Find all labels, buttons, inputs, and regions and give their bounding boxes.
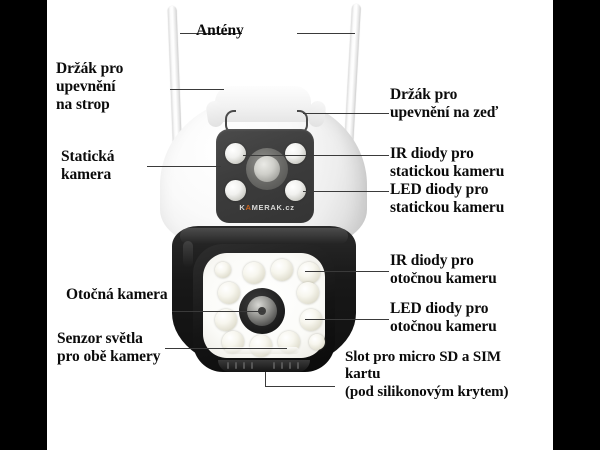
label-wall-mount: Držák pro upevnění na zeď <box>390 86 499 121</box>
ptz-led-diode-6 <box>215 309 237 331</box>
label-led-diodes-ptz: LED diody pro otočnou kameru <box>390 300 497 335</box>
leader-light-sensor <box>165 348 287 350</box>
slot-ridge-3 <box>243 362 245 369</box>
leader-sd-slot-horizontal <box>265 386 335 388</box>
leader-ceiling-mount <box>170 89 224 91</box>
static-ir-diode-top-right <box>285 143 306 164</box>
slot-ridge-5 <box>273 362 275 369</box>
ptz-ir-diode-1 <box>243 262 265 284</box>
slot-ridge-6 <box>281 362 283 369</box>
ptz-collar-highlight <box>180 228 348 244</box>
ptz-collar-notch <box>183 241 193 267</box>
leader-antennas-right <box>297 33 355 35</box>
slot-ridge-4 <box>251 362 253 369</box>
ptz-led-diode-11 <box>215 262 231 278</box>
static-led-diode-bottom-right <box>285 180 306 201</box>
label-sd-sim-slot: Slot pro micro SD a SIM kartu (pod silik… <box>345 349 509 400</box>
leader-wall-mount <box>303 113 389 115</box>
leader-ptz-camera <box>172 311 264 313</box>
letterbox-bar-right <box>553 0 600 450</box>
static-ir-diode-top-left <box>225 143 246 164</box>
ptz-led-diode-5 <box>297 282 319 304</box>
slot-ridge-8 <box>297 362 299 369</box>
label-ceiling-mount: Držák pro upevnění na strop <box>56 60 124 113</box>
diagram-canvas: KAMERAK.cz <box>47 0 553 450</box>
label-ptz-camera: Otočná kamera <box>66 286 168 303</box>
camera-illustration: KAMERAK.cz <box>47 0 553 450</box>
letterbox-bar-left <box>0 0 47 450</box>
logo-suffix: MERAK.cz <box>251 203 295 212</box>
logo-accent-letter: A <box>245 203 252 212</box>
ptz-ir-diode-2 <box>271 259 293 281</box>
light-sensor-strip <box>225 347 299 354</box>
leader-sd-slot-vertical <box>265 372 267 386</box>
slot-ridge-2 <box>235 362 237 369</box>
static-led-diode-bottom-left <box>225 180 246 201</box>
ptz-led-diode-12 <box>309 334 325 350</box>
static-camera-lens-glass <box>254 156 280 182</box>
leader-led-static <box>303 191 389 193</box>
leader-antennas-left <box>180 33 242 35</box>
slot-ridge-7 <box>289 362 291 369</box>
leader-static-camera <box>147 166 221 168</box>
sd-sim-slot-cover <box>218 360 310 372</box>
label-antennas: Antény <box>196 22 244 39</box>
label-static-camera: Statická kamera <box>61 148 115 183</box>
brand-logo: KAMERAK.cz <box>237 203 297 212</box>
leader-ir-static <box>243 155 389 157</box>
leader-led-ptz <box>305 319 389 321</box>
leader-ir-ptz <box>305 271 389 273</box>
logo-prefix: K <box>239 203 246 212</box>
slot-ridge-1 <box>227 362 229 369</box>
label-ir-diodes-static: IR diody pro statickou kameru <box>390 145 505 180</box>
ptz-ir-diode-3 <box>298 262 320 284</box>
ptz-led-diode-4 <box>218 282 240 304</box>
label-light-sensor: Senzor světla pro obě kamery <box>57 330 161 365</box>
label-led-diodes-static: LED diody pro statickou kameru <box>390 181 505 216</box>
label-ir-diodes-ptz: IR diody pro otočnou kameru <box>390 252 497 287</box>
